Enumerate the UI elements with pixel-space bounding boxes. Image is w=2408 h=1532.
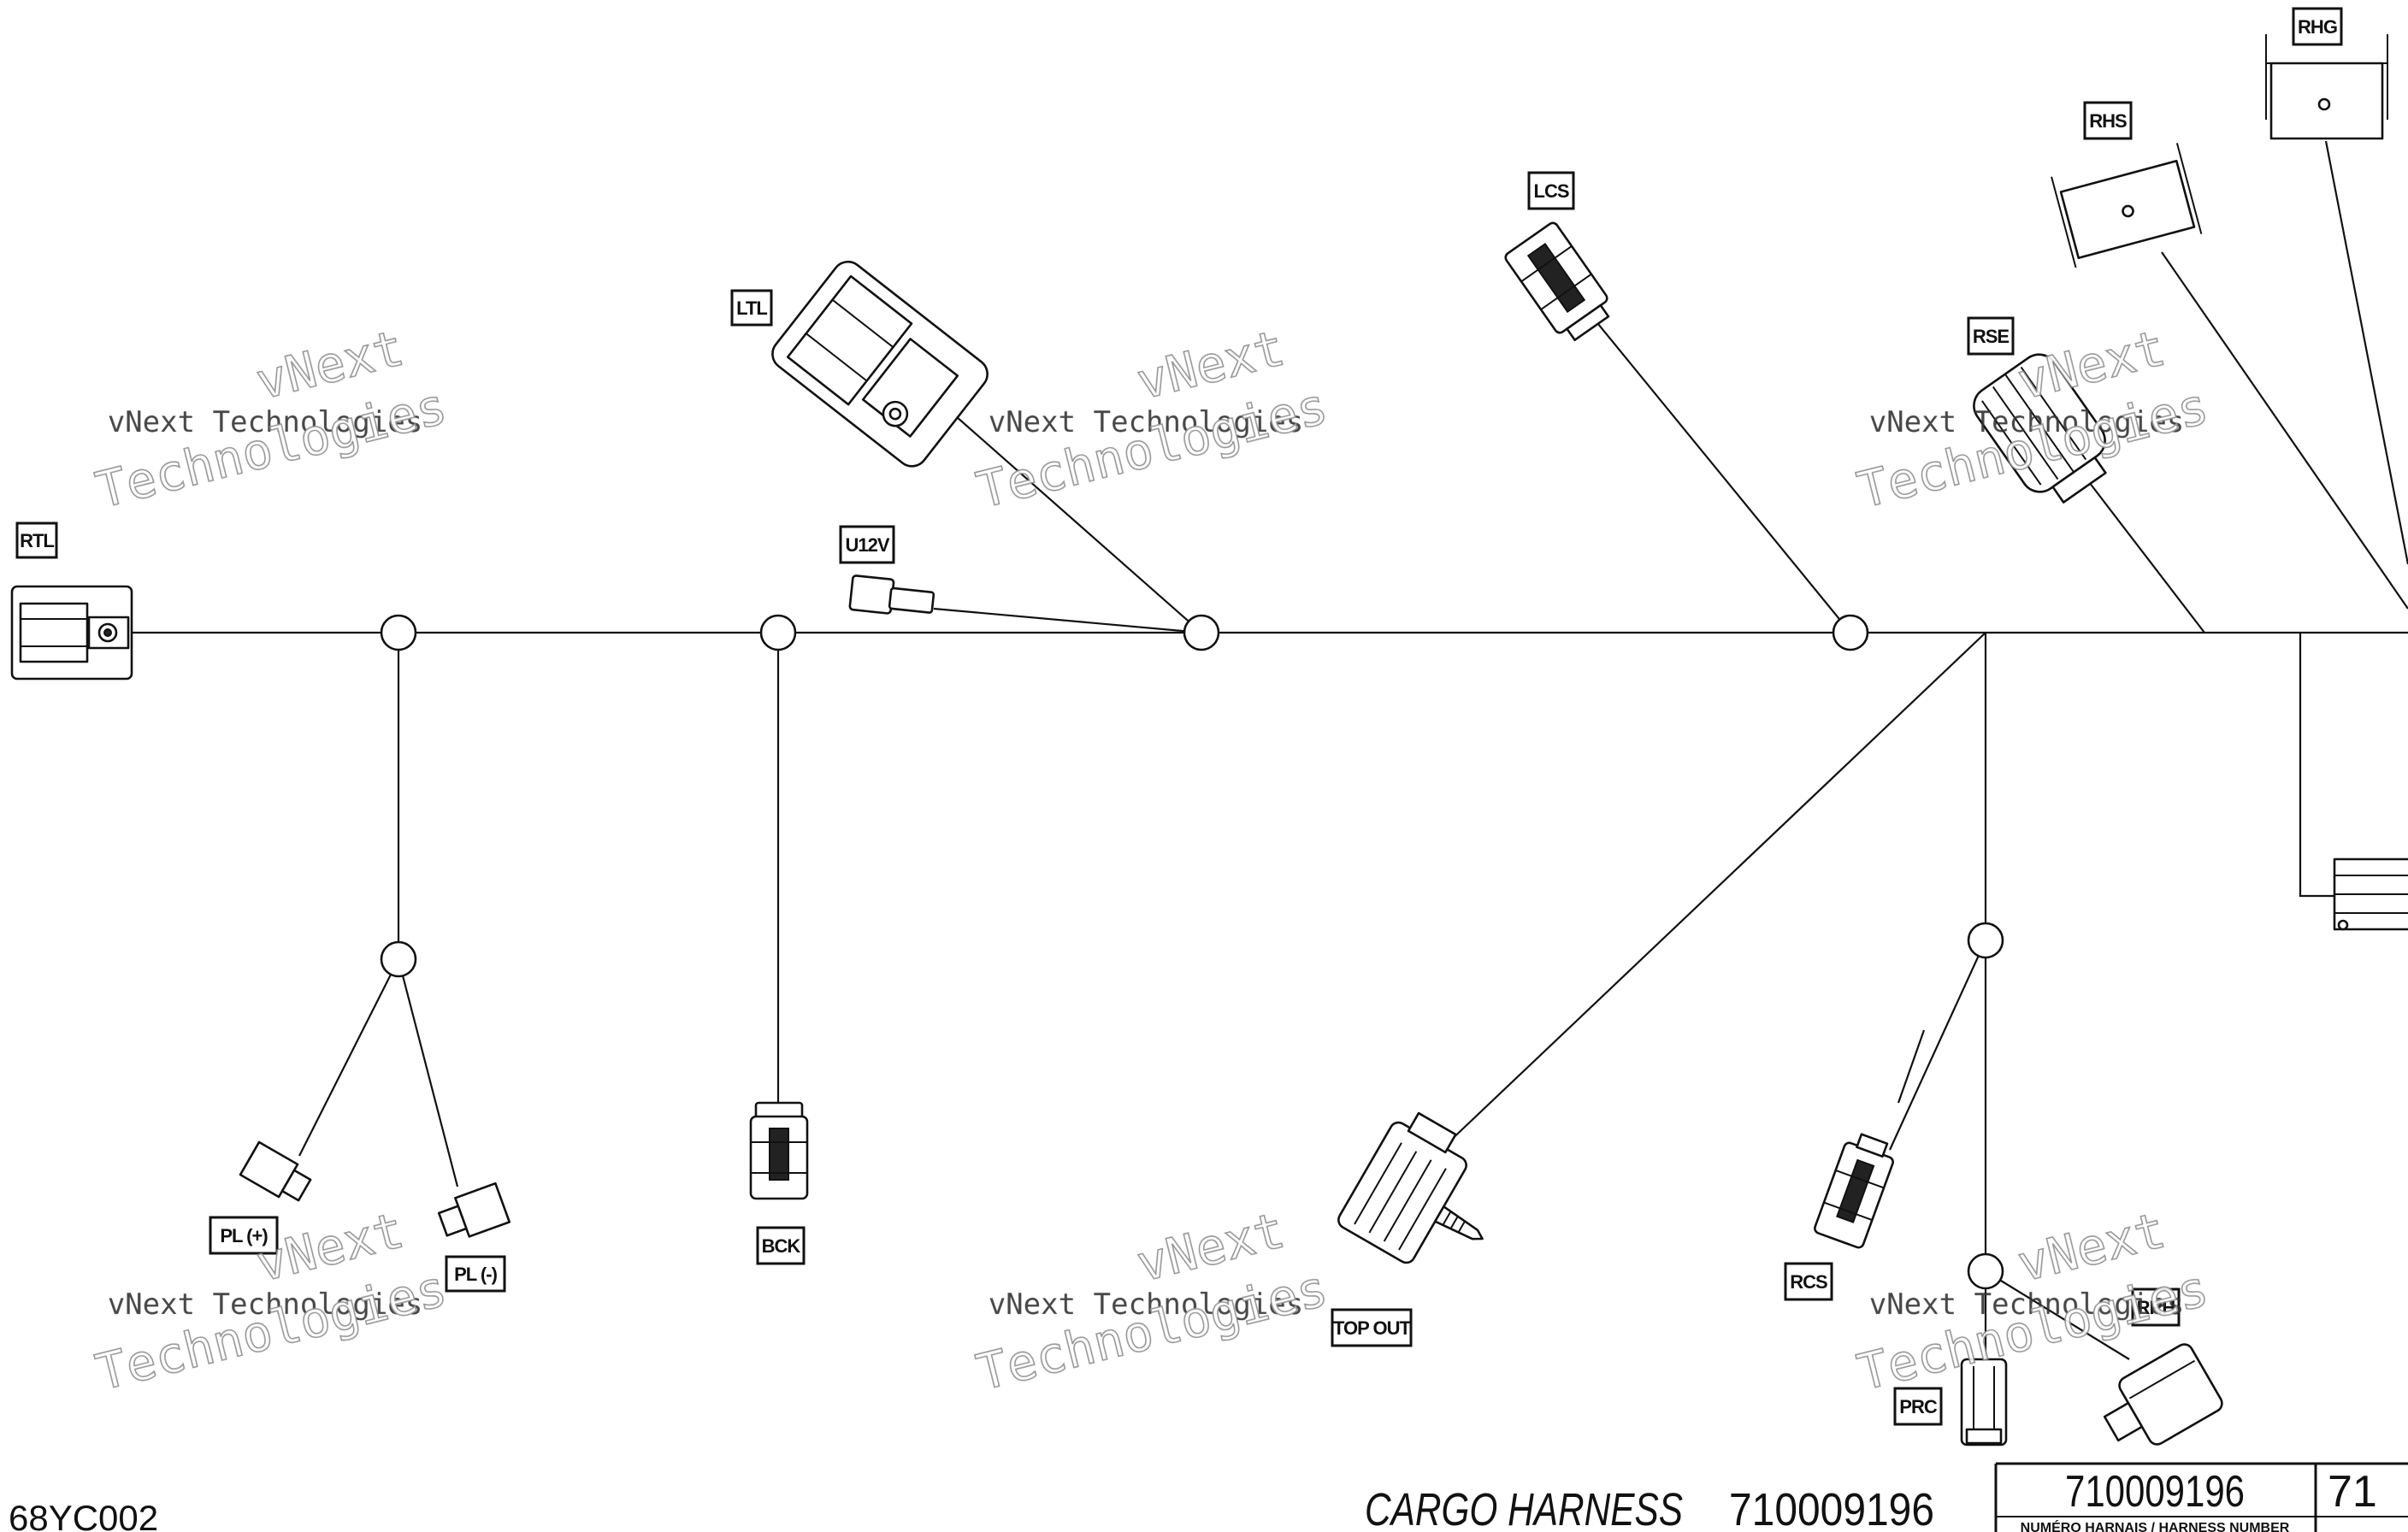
label-pl-minus: PL (-): [445, 1255, 506, 1293]
wire-to-ltl: [948, 410, 1202, 633]
label-top-out: TOP OUT: [1331, 1308, 1413, 1347]
watermark-bottom-center: vNext vNext Technologies Technologies: [971, 1200, 1334, 1403]
u12v-connector: [848, 574, 935, 615]
junction-lcs: [1832, 614, 1869, 651]
label-rtl-text: RTL: [20, 530, 54, 551]
wire-to-u12v: [933, 607, 1202, 634]
watermark-top-left: vNext vNext Technologies Technologies: [90, 318, 453, 521]
rrh-connector: [2103, 1343, 2223, 1446]
wire-to-top-out: [1444, 632, 1986, 1146]
label-u12v-text: U12V: [845, 534, 889, 556]
junction-rcs: [1967, 922, 2004, 959]
label-rse: RSE: [1967, 316, 2015, 356]
watermark-line2: vNext Technologies: [108, 1287, 422, 1322]
wire-to-lcs: [1590, 314, 1851, 633]
junctions: [380, 614, 2004, 1290]
watermark-line2: vNext Technologies: [989, 405, 1303, 439]
label-lcs: LCS: [1527, 171, 1575, 210]
watermark-line2: vNext Technologies: [1869, 405, 2184, 439]
pl-plus-connector: [239, 1140, 312, 1202]
label-ltl: LTL: [730, 289, 773, 327]
connector-labels: RTL LTL U12V LCS RSE RHS RHG PL (+): [15, 7, 2343, 1426]
label-rtl: RTL: [15, 521, 58, 559]
label-bck: BCK: [756, 1226, 806, 1265]
rcs-connector: [1814, 1133, 1894, 1249]
title-block: 710009196 NUMÉRO HARNAIS / HARNESS NUMBE…: [1994, 1462, 2408, 1532]
reference-code: 68YC002: [9, 1498, 158, 1532]
label-prc: PRC: [1893, 1387, 1943, 1426]
junction-pl-branch: [380, 614, 417, 651]
junction-ltl-u12v: [1183, 614, 1220, 651]
label-u12v: U12V: [839, 525, 895, 564]
label-prc-text: PRC: [1899, 1396, 1938, 1417]
wire-to-rse: [2086, 478, 2205, 633]
watermark-line2: vNext Technologies: [989, 1287, 1303, 1322]
junction-rrh: [1967, 1252, 2004, 1290]
label-pl-plus-text: PL (+): [220, 1225, 268, 1246]
pl-minus-connector: [437, 1181, 511, 1238]
watermark-top-right: vNext vNext Technologies Technologies: [1851, 318, 2215, 521]
label-rhs: RHS: [2083, 101, 2133, 140]
wire-to-rhs: [2161, 251, 2408, 610]
label-rrh: RRH: [2131, 1287, 2181, 1327]
label-bck-text: BCK: [762, 1235, 801, 1257]
label-rhs-text: RHS: [2089, 110, 2127, 132]
watermark-top-center: vNext vNext Technologies Technologies: [971, 318, 1334, 521]
label-rse-text: RSE: [1973, 326, 2010, 347]
wire-to-rhg: [2324, 140, 2408, 565]
watermarks: vNext vNext Technologies Technologies vN…: [90, 318, 2215, 1403]
label-top-out-text: TOP OUT: [1333, 1317, 1412, 1339]
title-block-next-value: 71: [2328, 1467, 2377, 1517]
top-out-connector: [1337, 1111, 1484, 1264]
right-edge-connector: [2333, 857, 2408, 931]
footer: 68YC002 CARGO HARNESS 710009196: [9, 1484, 1934, 1532]
label-ltl-text: LTL: [736, 298, 767, 319]
watermark-line2: vNext Technologies: [108, 405, 422, 439]
wire-to-pl-plus: [298, 958, 399, 1157]
label-pl-plus: PL (+): [209, 1216, 279, 1255]
rcs-wire-tail: [1897, 1029, 1926, 1104]
label-rrh-text: RRH: [2137, 1297, 2175, 1318]
label-pl-minus-text: PL (-): [454, 1264, 497, 1285]
lcs-connector: [1504, 221, 1610, 342]
wire-to-pl-minus: [397, 958, 459, 1187]
rse-connector: [1973, 353, 2107, 504]
junction-bck: [759, 614, 797, 651]
label-rcs-text: RCS: [1790, 1271, 1827, 1293]
title-block-harness-number: 710009196: [2065, 1467, 2245, 1517]
bck-connector: [749, 1101, 809, 1200]
label-rcs: RCS: [1784, 1262, 1833, 1301]
rtl-connector: [10, 585, 133, 681]
label-rhg: RHG: [2292, 7, 2343, 46]
drawing-title: CARGO HARNESS: [1365, 1484, 1683, 1532]
wires: [128, 140, 2408, 1360]
watermark-line2: vNext Technologies: [1869, 1287, 2184, 1322]
wire-to-rrh: [1985, 1270, 2130, 1360]
ltl-connector: [771, 260, 989, 468]
prc-connector: [1960, 1358, 2008, 1447]
wire-to-rcs: [1888, 940, 1987, 1151]
wire-to-right-connector: [2299, 633, 2334, 898]
label-rhg-text: RHG: [2298, 16, 2337, 38]
title-block-caption: NUMÉRO HARNAIS / HARNESS NUMBER: [2021, 1519, 2290, 1532]
rhs-connector: [2051, 143, 2203, 268]
drawing-number: 710009196: [1729, 1484, 1934, 1532]
rhg-connector: [2265, 34, 2388, 140]
junction-pl-split: [380, 940, 417, 978]
label-lcs-text: LCS: [1534, 180, 1569, 202]
